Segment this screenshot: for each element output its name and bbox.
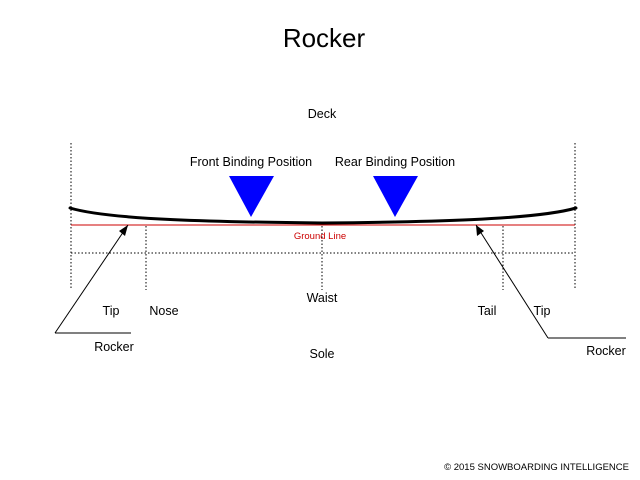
front-binding-label: Front Binding Position (190, 155, 312, 169)
front-binding-marker (229, 176, 274, 217)
rocker-right-pointer (475, 224, 549, 339)
tail-label: Tail (478, 304, 497, 318)
deck-label: Deck (308, 107, 337, 121)
rocker-right-label: Rocker (586, 344, 626, 358)
rocker-left-arrowhead (119, 225, 128, 236)
snowboard-profile (68, 206, 578, 225)
rocker-left-pointer (54, 224, 129, 334)
ground-line-label: Ground Line (294, 231, 346, 242)
waist-label: Waist (307, 291, 338, 305)
rocker-right-arrowhead (476, 225, 484, 236)
tip-left-label: Tip (103, 304, 120, 318)
tip-right-label: Tip (534, 304, 551, 318)
rocker-left-label: Rocker (94, 340, 134, 354)
sole-label: Sole (309, 347, 334, 361)
rear-binding-label: Rear Binding Position (335, 155, 455, 169)
diagram-title: Rocker (283, 23, 366, 53)
copyright-notice: © 2015 SNOWBOARDING INTELLIGENCE (444, 462, 629, 473)
rear-binding-marker (373, 176, 418, 217)
nose-label: Nose (149, 304, 178, 318)
